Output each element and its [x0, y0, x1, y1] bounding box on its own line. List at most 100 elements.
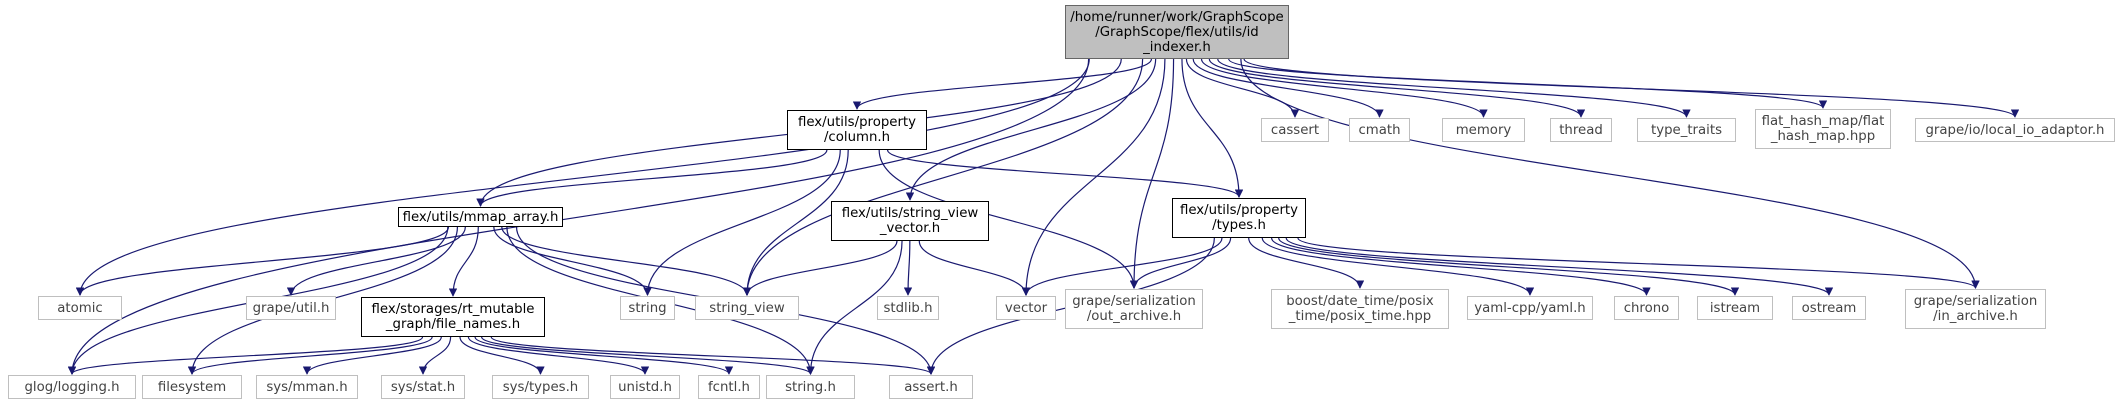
node-fcntl: fcntl.h: [698, 375, 760, 399]
node-atomic: atomic: [38, 296, 122, 320]
edge-filenames-to-fcntl: [474, 336, 734, 375]
node-label-line: _time/posix_time.hpp: [1288, 309, 1432, 324]
edge-root-to-out_archive: [1129, 58, 1175, 289]
edge-mmap-to-string_view: [501, 226, 752, 296]
edge-root-to-column: [852, 58, 1152, 110]
node-label-line: _hash_map.hpp: [1770, 129, 1876, 144]
node-label-line: grape/serialization: [1072, 294, 1196, 309]
node-glog: glog/logging.h: [8, 375, 136, 399]
node-label-line: cmath: [1358, 122, 1401, 138]
node-label-line: grape/serialization: [1913, 294, 2038, 309]
node-label-line: sys/stat.h: [390, 379, 456, 395]
node-flat-hash-map: flat_hash_map/flat_hash_map.hpp: [1755, 109, 1891, 149]
node-label-line: ostream: [1801, 300, 1857, 316]
node-filesystem: filesystem: [142, 375, 242, 399]
node-mmap[interactable]: flex/utils/mmap_array.h: [398, 207, 563, 227]
node-assert-h: assert.h: [889, 375, 973, 399]
node-label-line: /home/runner/work/GraphScope: [1070, 9, 1284, 25]
node-istream: istream: [1697, 296, 1773, 320]
edge-types-to-istream: [1278, 237, 1740, 296]
edge-root-to-vector: [1021, 58, 1166, 296]
edge-root-to-cassert: [1185, 58, 1300, 118]
edge-root-to-in_archive: [1240, 58, 1980, 289]
node-stdlib: stdlib.h: [877, 296, 939, 320]
node-label-line: atomic: [57, 300, 103, 316]
node-label-line: string_view: [709, 300, 785, 316]
node-label-line: yaml-cpp/yaml.h: [1474, 300, 1586, 316]
node-label-line: type_traits: [1650, 122, 1723, 138]
node-label-line: filesystem: [157, 379, 227, 395]
edge-root-to-cmath: [1192, 58, 1384, 118]
node-root[interactable]: /home/runner/work/GraphScope/GraphScope/…: [1065, 5, 1289, 59]
edge-mmap-to-filenames: [448, 226, 479, 297]
edge-filenames-to-filesystem: [187, 336, 433, 375]
node-label-line: thread: [1559, 122, 1603, 138]
node-label-line: glog/logging.h: [24, 379, 120, 395]
node-vector: vector: [996, 296, 1056, 320]
edge-root-to-local_io: [1243, 58, 2019, 118]
edge-column-to-types: [886, 149, 1244, 198]
node-posix-time: boost/date_time/posix_time/posix_time.hp…: [1271, 289, 1449, 329]
node-label-line: stdlib.h: [883, 300, 933, 316]
edge-filenames-to-sys_stat: [418, 336, 452, 375]
node-memory: memory: [1442, 118, 1525, 142]
node-label-line: /GraphScope/flex/utils/id: [1095, 24, 1259, 40]
node-label-line: /out_archive.h: [1086, 309, 1182, 324]
node-label-line: flex/storages/rt_mutable: [371, 302, 535, 317]
edge-mmap-to-grape_util: [286, 226, 466, 296]
node-label-line: flex/utils/mmap_array.h: [402, 209, 559, 225]
edge-root-to-thread: [1208, 58, 1586, 118]
edge-svvec-to-string_h: [806, 240, 903, 375]
node-label-line: flex/utils/string_view: [841, 206, 979, 221]
node-label-line: sys/mman.h: [266, 379, 348, 395]
node-grape-util: grape/util.h: [246, 296, 336, 320]
edge-root-to-types: [1181, 58, 1244, 198]
node-label-line: _vector.h: [879, 221, 941, 236]
node-label-line: istream: [1709, 300, 1761, 316]
edge-filenames-to-assert_h: [490, 336, 936, 375]
node-cmath: cmath: [1349, 118, 1410, 142]
edge-column-to-out_archive: [878, 149, 1139, 289]
node-cassert: cassert: [1261, 118, 1329, 142]
edge-types-to-ostream: [1285, 237, 1834, 296]
edge-svvec-to-stdlib: [903, 240, 913, 296]
edge-column-to-string: [643, 149, 841, 296]
node-label-line: assert.h: [904, 379, 958, 395]
node-svvec[interactable]: flex/utils/string_view_vector.h: [831, 201, 989, 241]
node-label-line: _graph/file_names.h: [385, 317, 521, 332]
node-unistd: unistd.h: [610, 375, 680, 399]
node-label-line: unistd.h: [618, 379, 672, 395]
node-label-line: /column.h: [823, 130, 891, 145]
edge-root-to-string_view: [742, 58, 1144, 296]
edge-root-to-atomic: [75, 58, 1090, 296]
node-label-line: flex/utils/property: [797, 115, 917, 130]
node-ostream: ostream: [1792, 296, 1866, 320]
node-chrono: chrono: [1614, 296, 1679, 320]
edge-filenames-to-unistd: [467, 336, 650, 375]
edge-types-to-posix_time: [1248, 237, 1365, 289]
edge-types-to-vector: [1021, 237, 1223, 296]
node-types[interactable]: flex/utils/property/types.h: [1172, 198, 1306, 238]
node-sys-stat: sys/stat.h: [381, 375, 465, 399]
edge-svvec-to-vector: [918, 240, 1031, 296]
node-label-line: flex/utils/property: [1179, 203, 1299, 218]
edge-root-to-memory: [1200, 58, 1488, 118]
node-label-line: grape/io/local_io_adaptor.h: [1925, 122, 2105, 138]
node-string-h: string.h: [766, 375, 855, 399]
edge-types-to-out_archive: [1129, 237, 1232, 289]
edge-root-to-glog: [67, 58, 1090, 375]
node-thread: thread: [1550, 118, 1612, 142]
node-column[interactable]: flex/utils/property/column.h: [787, 110, 927, 150]
node-label-line: boost/date_time/posix: [1286, 294, 1434, 309]
node-label-line: memory: [1455, 122, 1512, 138]
edge-types-to-in_archive: [1297, 237, 1980, 289]
edge-filenames-to-glog: [67, 336, 424, 375]
edge-filenames-to-sys_mman: [302, 336, 442, 375]
edge-filenames-to-string_h: [481, 336, 815, 375]
node-label-line: sys/types.h: [502, 379, 579, 395]
node-label-line: chrono: [1623, 300, 1670, 316]
node-sys-mman: sys/mman.h: [256, 375, 358, 399]
node-filenames[interactable]: flex/storages/rt_mutable_graph/file_name…: [361, 297, 545, 337]
node-label-line: /in_archive.h: [1933, 309, 2018, 324]
